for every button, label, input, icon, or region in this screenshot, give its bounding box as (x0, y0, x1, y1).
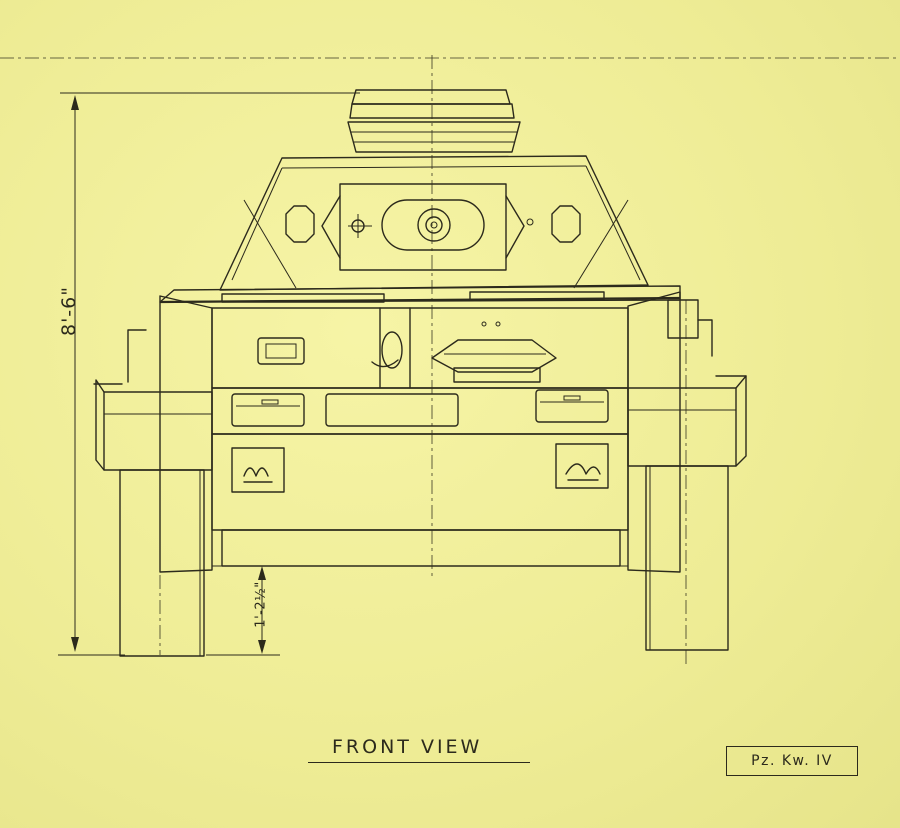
model-label: Pz. Kw. IV (751, 753, 833, 769)
hull-mg-ball-mount (381, 331, 403, 369)
left-brake-hatch (231, 393, 305, 427)
title-underline (308, 762, 530, 763)
gun-mantlet (339, 183, 507, 271)
right-fender (627, 387, 737, 467)
clearance-dimension (206, 566, 280, 656)
left-track-assembly (93, 295, 213, 657)
radio-operator-visor (431, 339, 557, 373)
drawing-title: FRONT VIEW (332, 736, 483, 758)
left-vision-port (285, 205, 315, 243)
clearance-dimension-label: 1'-2½" (253, 581, 269, 628)
main-gun-muzzle (417, 208, 451, 242)
right-brake-hatch (535, 389, 609, 423)
hull-top (159, 285, 681, 304)
turret (219, 155, 649, 291)
center-hatch (325, 393, 459, 427)
superstructure (211, 307, 629, 389)
right-headlight (667, 299, 699, 339)
height-dimension (58, 92, 360, 656)
right-track (645, 465, 729, 651)
right-towing-eye (555, 443, 609, 489)
left-towing-eye (231, 447, 285, 493)
commander-cupola (347, 89, 521, 153)
left-track (119, 469, 205, 657)
right-track-assembly (627, 291, 747, 651)
lower-hull (211, 387, 629, 567)
model-label-box: Pz. Kw. IV (726, 746, 858, 776)
left-fender (103, 391, 213, 471)
right-vision-port (551, 205, 581, 243)
driver-visor (257, 337, 305, 365)
height-dimension-label: 8'-6" (58, 286, 80, 336)
